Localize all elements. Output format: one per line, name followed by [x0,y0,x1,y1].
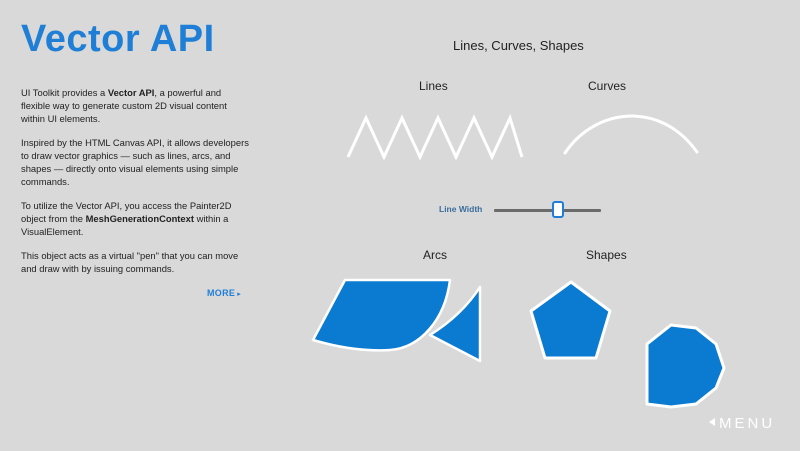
curves-label: Curves [588,79,627,93]
curve-line [563,114,699,155]
description-paragraph: Inspired by the HTML Canvas API, it allo… [21,136,251,188]
description-paragraph: This object acts as a virtual "pen" that… [21,249,251,275]
pentagon-shape [529,280,612,360]
back-arrow-icon [709,418,715,426]
description-text: , a powerful and flexible way to generat… [21,87,227,124]
lines-label: Lines [419,79,448,93]
description-text: Inspired by the HTML Canvas API, it allo… [21,137,249,187]
description-text: To utilize the Vector API, you access th… [21,200,232,224]
shapes-label: Shapes [586,248,627,262]
line-width-slider-track[interactable] [494,209,601,212]
description-emphasis: Vector API [107,87,155,98]
line-width-slider-thumb[interactable] [552,201,565,218]
menu-label: MENU [719,415,776,432]
page-title: Vector API [21,18,215,60]
menu-button[interactable]: MENU [709,415,775,432]
demo-title: Lines, Curves, Shapes [453,38,584,53]
decagon-shape [645,323,726,409]
description-text: UI Toolkit provides a [21,87,108,98]
description-emphasis: MeshGenerationContext [85,213,194,224]
arcs-label: Arcs [423,248,447,262]
line-width-label: Line Width [439,204,483,214]
arc-shape-large [311,278,452,352]
description-text: within a VisualElement. [21,213,229,237]
more-label: MORE [207,288,236,298]
play-arrow-icon: ▸ [237,291,242,298]
more-button[interactable]: MORE▸ [207,288,241,298]
zigzag-line [346,113,524,161]
description-paragraph: UI Toolkit provides a Vector API, a powe… [21,86,251,125]
description-paragraph: To utilize the Vector API, you access th… [21,199,251,238]
arc-shape-sector [428,285,482,363]
description-text: This object acts as a virtual "pen" that… [21,250,239,274]
description: UI Toolkit provides a Vector API, a powe… [21,86,251,286]
